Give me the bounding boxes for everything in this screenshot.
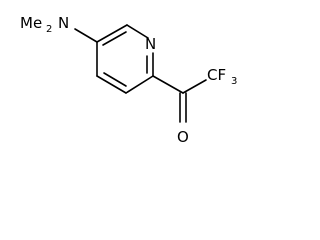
bond-c6-n1 bbox=[126, 24, 149, 39]
ring-nitrogen-label: N bbox=[145, 35, 156, 53]
bond-c5-c6 bbox=[96, 24, 128, 43]
bond-c2-carbonyl bbox=[152, 75, 184, 94]
bond-c3-c4 bbox=[96, 75, 127, 94]
bonds bbox=[74, 24, 207, 123]
dimethylamino-me-label: Me bbox=[20, 14, 42, 32]
dimethylamino-count-label: 2 bbox=[46, 24, 52, 35]
bond-carbonyl-cf3 bbox=[182, 79, 207, 94]
cf3-label: CF bbox=[207, 66, 226, 84]
carbonyl-oxygen-label: O bbox=[177, 128, 189, 146]
chemical-structure: Me 2 N N O CF 3 bbox=[20, 14, 237, 146]
bond-c3-c4-inner bbox=[103, 72, 127, 87]
bond-n-c5 bbox=[74, 28, 98, 43]
bond-c5-c6-inner bbox=[102, 31, 127, 46]
dimethylamino-n-label: N bbox=[58, 14, 69, 32]
atom-labels: Me 2 N N O CF 3 bbox=[20, 14, 237, 146]
bond-c2-c3 bbox=[125, 75, 154, 94]
cf3-count-label: 3 bbox=[231, 76, 237, 87]
